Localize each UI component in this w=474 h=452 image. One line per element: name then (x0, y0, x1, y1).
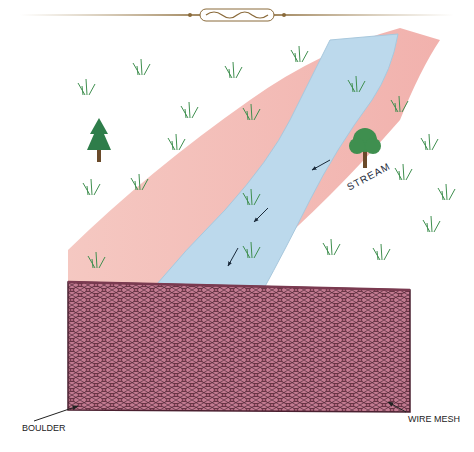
grass-tuft (348, 76, 365, 92)
grass-tuft (78, 79, 95, 95)
part-label: BOULDER (22, 424, 66, 433)
leader-line (388, 402, 406, 412)
grass-tuft (83, 179, 100, 195)
round-tree (349, 128, 381, 168)
river-bank (68, 28, 440, 300)
grass-tuft (131, 174, 148, 190)
grass-tuft (421, 134, 438, 150)
grass-tuft (225, 62, 242, 78)
grass-tufts (78, 46, 455, 268)
grass-tuft (423, 216, 440, 232)
grass-tuft (373, 244, 390, 260)
grass-tuft (323, 239, 340, 255)
part-label: WIRE MESH (408, 415, 460, 424)
conifer-tree (87, 118, 111, 162)
grass-tuft (243, 104, 260, 120)
grass-tuft (438, 184, 455, 200)
grass-tuft (243, 242, 260, 258)
grass-tuft (291, 46, 308, 62)
stream-water (150, 34, 398, 292)
grass-tuft (391, 96, 408, 112)
leader-line (34, 406, 78, 421)
grass-tuft (133, 59, 150, 75)
grass-tuft (88, 252, 105, 268)
grass-tuft (243, 189, 260, 205)
grass-tuft (168, 134, 185, 150)
flow-arrows (228, 160, 330, 266)
grass-tuft (181, 102, 198, 118)
grass-tuft (395, 164, 412, 180)
header-ornament (20, 9, 454, 21)
gabion-wall (68, 282, 410, 412)
